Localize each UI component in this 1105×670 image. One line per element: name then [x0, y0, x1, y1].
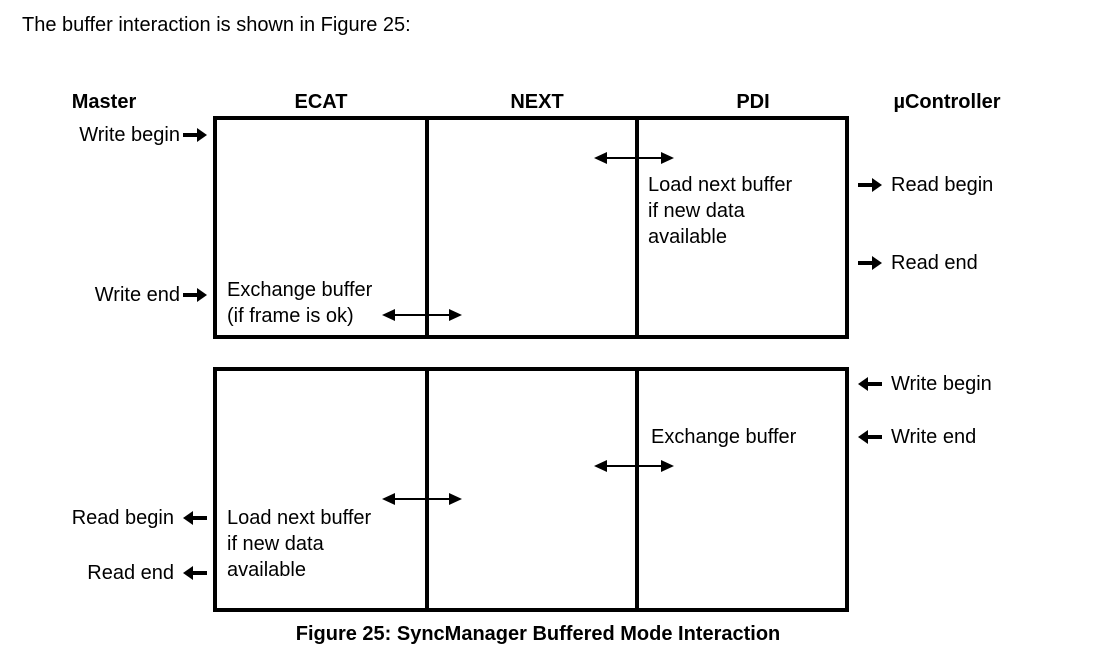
- top-ecat-note: Exchange buffer (if frame is ok): [227, 277, 372, 329]
- bottom-write-end-label: Write end: [858, 426, 976, 448]
- column-header-master: Master: [71, 91, 137, 113]
- left-arrow-icon: [183, 566, 207, 580]
- bottom-ecat-note: Load next buffer if new data available: [227, 505, 371, 583]
- label-text: Read begin: [891, 173, 994, 196]
- bottom-read-end-label: Read end: [87, 562, 207, 584]
- note-line: Exchange buffer: [227, 279, 373, 301]
- bottom-read-begin-label: Read begin: [72, 507, 207, 529]
- bottom-write-begin-label: Write begin: [858, 373, 992, 395]
- label-text: Write begin: [891, 372, 992, 395]
- note-line: available: [648, 226, 727, 248]
- double-headed-arrow-icon: [594, 459, 674, 473]
- note-line: Exchange buffer: [651, 426, 797, 448]
- label-text: Write end: [891, 425, 977, 448]
- label-text: Write begin: [79, 123, 180, 146]
- label-text: Read end: [891, 251, 978, 274]
- note-line: Load next buffer: [648, 174, 793, 196]
- top-buffer-box: [213, 116, 849, 339]
- top-read-begin-label: Read begin: [858, 174, 993, 196]
- double-headed-arrow-icon: [382, 492, 462, 506]
- right-arrow-icon: [858, 256, 882, 270]
- right-arrow-icon: [858, 178, 882, 192]
- ecat-next-divider: [425, 371, 429, 608]
- left-arrow-icon: [858, 377, 882, 391]
- bottom-buffer-box: [213, 367, 849, 612]
- right-arrow-icon: [183, 128, 207, 142]
- note-line: available: [227, 559, 306, 581]
- left-arrow-icon: [183, 511, 207, 525]
- double-headed-arrow-icon: [382, 308, 462, 322]
- right-arrow-icon: [183, 288, 207, 302]
- column-header-pdi: PDI: [736, 91, 770, 113]
- bottom-pdi-note: Exchange buffer: [651, 426, 796, 448]
- top-write-end-label: Write end: [95, 284, 207, 306]
- left-arrow-icon: [858, 430, 882, 444]
- ecat-next-divider: [425, 120, 429, 335]
- top-read-end-label: Read end: [858, 252, 978, 274]
- note-line: if new data: [648, 200, 745, 222]
- top-pdi-note: Load next buffer if new data available: [648, 172, 792, 250]
- label-text: Write end: [94, 283, 180, 306]
- intro-text: The buffer interaction is shown in Figur…: [22, 14, 411, 36]
- next-pdi-divider: [635, 120, 639, 335]
- next-pdi-divider: [635, 371, 639, 608]
- double-headed-arrow-icon: [594, 151, 674, 165]
- column-header-ecat: ECAT: [294, 91, 348, 113]
- figure-caption: Figure 25: SyncManager Buffered Mode Int…: [295, 623, 781, 645]
- note-line: if new data: [227, 533, 324, 555]
- column-header-next: NEXT: [510, 91, 564, 113]
- label-text: Read end: [87, 561, 174, 584]
- label-text: Read begin: [71, 506, 174, 529]
- top-write-begin-label: Write begin: [79, 124, 207, 146]
- column-header-ucontroller: µController: [893, 91, 1001, 113]
- note-line: Load next buffer: [227, 507, 372, 529]
- note-line: (if frame is ok): [227, 305, 354, 327]
